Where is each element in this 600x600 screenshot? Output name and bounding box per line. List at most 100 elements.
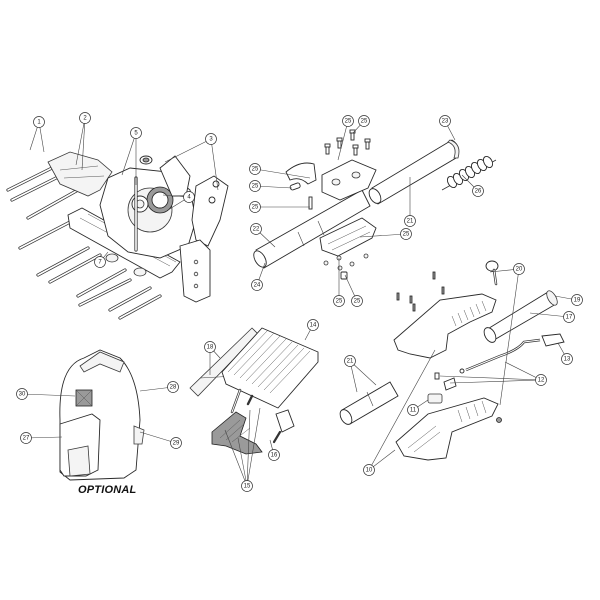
leader-line bbox=[439, 375, 542, 381]
handle-cover-upper bbox=[393, 293, 497, 359]
switch-13 bbox=[541, 333, 565, 347]
callout-number: 23 bbox=[442, 118, 449, 124]
callout-11: 11 bbox=[407, 399, 429, 416]
leader-line bbox=[246, 407, 261, 487]
callout-circle bbox=[563, 311, 575, 323]
controller-box-14 bbox=[221, 327, 319, 409]
callout-28: 28 bbox=[139, 381, 179, 393]
side-buckle-29 bbox=[133, 425, 145, 445]
callout-number: 25 bbox=[345, 118, 352, 124]
callout-number: 25 bbox=[403, 231, 410, 237]
callout-circle bbox=[130, 127, 142, 139]
callout-number: 12 bbox=[538, 377, 545, 383]
callout-number: 25 bbox=[354, 298, 361, 304]
callout-circle bbox=[79, 112, 91, 124]
callout-circle bbox=[344, 355, 356, 367]
callout-25: 25 bbox=[344, 274, 363, 307]
callout-circle bbox=[170, 437, 182, 449]
callout-circle bbox=[249, 180, 261, 192]
callout-circle bbox=[333, 295, 345, 307]
callout-number: 7 bbox=[98, 259, 102, 265]
callout-circle bbox=[250, 223, 262, 235]
callout-circle bbox=[407, 404, 419, 416]
callout-number: 26 bbox=[475, 188, 482, 194]
callout-circle bbox=[472, 185, 484, 197]
callout-14: 14 bbox=[304, 319, 319, 341]
callout-number: 29 bbox=[173, 440, 180, 446]
callout-1: 1 bbox=[29, 116, 45, 153]
leader-line bbox=[337, 120, 349, 161]
callout-circle bbox=[404, 215, 416, 227]
leader-line bbox=[164, 138, 212, 163]
shaft-part-21 bbox=[371, 139, 459, 205]
callout-number: 25 bbox=[361, 118, 368, 124]
callout-number: 25 bbox=[336, 298, 343, 304]
callout-circle bbox=[241, 480, 253, 492]
callout-circle bbox=[513, 263, 525, 275]
callout-number: 25 bbox=[252, 166, 259, 172]
callout-circle bbox=[204, 341, 216, 353]
lower-clamp bbox=[319, 217, 377, 257]
callout-circle bbox=[94, 256, 106, 268]
callout-circle bbox=[16, 388, 28, 400]
callout-25: 25 bbox=[337, 115, 354, 161]
screws bbox=[324, 129, 371, 156]
callout-18: 18 bbox=[204, 341, 221, 375]
optional-caption: OPTIONAL bbox=[78, 484, 137, 496]
callout-10: 10 bbox=[363, 349, 436, 476]
callout-circle bbox=[535, 374, 547, 386]
leader-line bbox=[81, 117, 86, 171]
callout-25: 25 bbox=[352, 115, 370, 134]
shaft-end-24 bbox=[253, 250, 267, 268]
callout-number: 21 bbox=[347, 358, 354, 364]
connector-plug-16 bbox=[275, 409, 295, 433]
leader-line bbox=[246, 409, 251, 487]
callout-circle bbox=[33, 116, 45, 128]
leader-line bbox=[499, 268, 520, 406]
callout-16: 16 bbox=[268, 439, 280, 461]
callout-number: 13 bbox=[564, 356, 571, 362]
callout-circle bbox=[268, 449, 280, 461]
callout-3: 3 bbox=[164, 133, 219, 191]
leader-line bbox=[121, 132, 137, 176]
callout-29: 29 bbox=[139, 431, 182, 449]
leader-line bbox=[359, 233, 407, 238]
thumb-screw-20 bbox=[485, 260, 499, 272]
callout-circle bbox=[571, 294, 583, 306]
callout-number: 19 bbox=[574, 297, 581, 303]
callout-25: 25 bbox=[359, 228, 412, 240]
callout-27: 27 bbox=[20, 432, 63, 444]
callout-5: 5 bbox=[121, 127, 142, 185]
rod-set-upper bbox=[6, 163, 80, 220]
callout-number: 21 bbox=[407, 218, 414, 224]
callout-13: 13 bbox=[557, 342, 573, 365]
callout-circle bbox=[363, 464, 375, 476]
callout-number: 10 bbox=[366, 467, 373, 473]
callout-circle bbox=[307, 319, 319, 331]
callout-25: 25 bbox=[249, 163, 311, 179]
callout-circle bbox=[183, 191, 195, 203]
vertical-post bbox=[179, 239, 211, 303]
callout-2: 2 bbox=[75, 112, 91, 171]
leader-line bbox=[449, 379, 542, 384]
callout-30: 30 bbox=[16, 388, 76, 400]
leader-line bbox=[349, 360, 377, 386]
callout-number: 11 bbox=[410, 407, 417, 413]
callout-circle bbox=[400, 228, 412, 240]
callout-circle bbox=[351, 295, 363, 307]
controller-assembly bbox=[189, 327, 319, 455]
leader-line bbox=[529, 312, 570, 318]
callout-24: 24 bbox=[251, 262, 266, 291]
callout-circle bbox=[249, 201, 261, 213]
callout-circle bbox=[167, 381, 179, 393]
wire-harness-15 bbox=[211, 411, 263, 455]
callout-circle bbox=[205, 133, 217, 145]
backpack-top-strap bbox=[79, 351, 125, 373]
callout-15: 15 bbox=[224, 407, 261, 492]
callout-number: 14 bbox=[310, 322, 317, 328]
leader-line bbox=[254, 185, 293, 189]
leader-line bbox=[224, 429, 248, 487]
callout-7: 7 bbox=[94, 251, 109, 268]
